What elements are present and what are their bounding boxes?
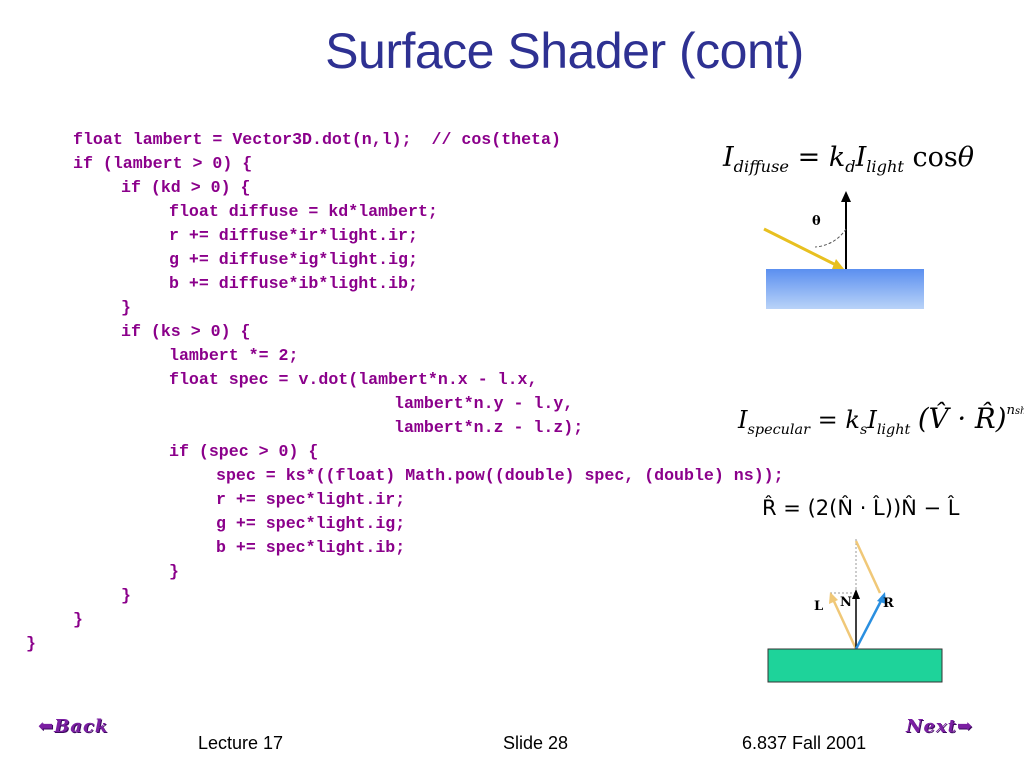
R-arrowhead [877,592,886,604]
code-line: r += spec*light.ir; [216,490,406,509]
reflection-surface [767,648,943,683]
code-line: lambert *= 2; [169,346,299,365]
code-line: } [169,562,179,581]
reflection-figure: L N R [767,539,943,683]
reflection-formula: R̂ = (2(N̂ · L̂))N̂ − L̂ [762,496,960,520]
code-line: if (lambert > 0) { [73,154,253,173]
back-arrow-icon: ⬅ [38,716,55,737]
L-to-R-line [854,540,882,594]
code-line: } [121,586,131,605]
next-arrow-icon: ➡ [956,716,974,737]
code-line: float spec = v.dot(lambert*n.x - l.x, [169,370,538,389]
code-line: } [121,298,131,317]
diffuse-figure: θ [763,191,924,309]
light-arrowhead [832,259,844,269]
theta-label: θ [812,214,821,229]
next-button[interactable]: Next➡ [906,716,974,737]
specular-formula: Ispecular = ksIlight (V̂ · R̂)nshiny [738,402,1024,438]
code-line: r += diffuse*ir*light.ir; [169,226,418,245]
R-vector [854,598,884,650]
N-arrowhead [852,589,860,599]
code-line: } [73,610,83,629]
code-line: if (kd > 0) { [121,178,251,197]
code-line: lambert*n.y - l.y, [394,394,574,413]
L-label: L [814,599,823,614]
code-line: if (spec > 0) { [169,442,319,461]
N-label: N [840,595,852,610]
footer-course: 6.837 Fall 2001 [742,733,867,753]
code-line: float lambert = Vector3D.dot(n,l); // co… [73,130,561,149]
code-line: float diffuse = kd*lambert; [169,202,438,221]
normal-arrowhead [841,191,851,202]
code-line: b += diffuse*ib*light.ib; [169,274,418,293]
code-line: g += spec*light.ig; [216,514,406,533]
L-arrowhead [829,592,838,604]
light-ray [763,227,841,269]
code-line: b += spec*light.ib; [216,538,406,557]
diffuse-formula: Idiffuse = kdIlight cosθ [723,142,974,176]
back-button[interactable]: ⬅Back [38,716,109,737]
code-line: lambert*n.z - l.z); [394,418,584,437]
code-line: g += diffuse*ig*light.ig; [169,250,418,269]
L-vector [830,596,858,650]
code-line: spec = ks*((float) Math.pow((double) spe… [216,466,784,485]
angle-arc [814,228,847,248]
footer-lecture: Lecture 17 [198,733,284,753]
slide-title: Surface Shader (cont) [325,23,804,79]
code-line: } [26,634,36,653]
R-label: R [883,596,894,611]
footer-slide-number: Slide 28 [503,733,569,753]
diffuse-surface [766,269,924,309]
code-line: if (ks > 0) { [121,322,251,341]
